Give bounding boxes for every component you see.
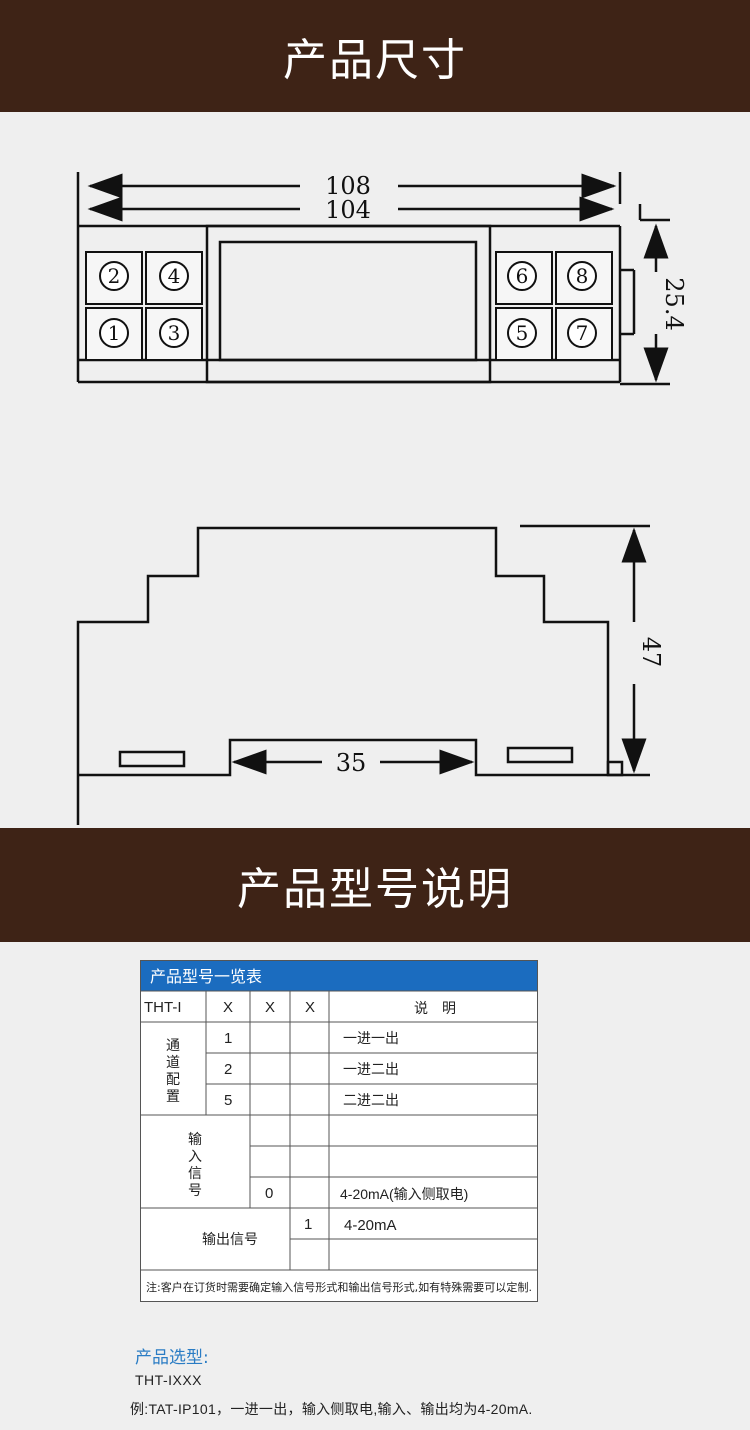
terminal-label: 1 [108,321,121,345]
input-label: 输入信号 [188,1132,202,1199]
selection-example: 例:TAT-IP101，一进一出，输入侧取电,输入、输出均为4-20mA. [130,1401,533,1417]
dim-top-inner: 104 [325,196,371,224]
col-model: THT-I [144,999,182,1016]
model-table: 产品型号一览表 THT-I X X X 说 明 1 2 5 一进一出 一进二出 … [140,960,538,1302]
input-code: 0 [265,1185,273,1202]
dimension-drawing: 2 4 1 3 6 8 5 7 108 104 35 25.4 4 [0,112,750,828]
col-desc: 说 明 [414,1001,456,1017]
dimension-drawing-svg: 2 4 1 3 6 8 5 7 108 104 35 25.4 4 [76,172,688,825]
model-table-svg: 产品型号一览表 THT-I X X X 说 明 1 2 5 一进一出 一进二出 … [140,960,538,1302]
col-x1: X [223,999,233,1016]
channel-desc: 一进二出 [343,1062,399,1078]
terminal-label: 7 [576,321,589,345]
channel-code: 5 [224,1092,232,1109]
channel-code: 2 [224,1061,232,1078]
table-header: 产品型号一览表 [150,967,262,986]
terminal-label: 4 [168,264,181,288]
channel-desc: 二进二出 [343,1093,399,1109]
channel-desc: 一进一出 [343,1031,399,1047]
dim-rail: 35 [336,749,367,777]
terminal-label: 2 [108,264,121,288]
dimensions-banner: 产品尺寸 [0,0,750,112]
input-desc: 4-20mA(输入侧取电) [340,1186,468,1202]
channel-label: 通道配置 [166,1038,180,1105]
channel-code: 1 [224,1030,232,1047]
dimensions-title: 产品尺寸 [283,35,467,86]
terminal-label: 3 [168,321,181,345]
dim-height-side: 47 [637,637,665,668]
dim-height-front: 25.4 [660,277,688,330]
selection-title: 产品选型: [135,1348,209,1368]
selection-model: THT-IXXX [135,1372,203,1388]
terminal-label: 6 [516,264,529,288]
output-label: 输出信号 [202,1232,258,1248]
output-code: 1 [304,1216,312,1233]
model-title: 产品型号说明 [237,864,513,915]
col-x3: X [305,999,315,1016]
model-banner: 产品型号说明 [0,828,750,942]
table-note: 注:客户在订货时需要确定输入信号形式和输出信号形式,如有特殊需要可以定制. [146,1280,532,1294]
output-desc: 4-20mA [344,1217,397,1234]
dim-top-outer: 108 [325,172,371,200]
col-x2: X [265,999,275,1016]
terminal-label: 5 [516,321,529,345]
terminal-label: 8 [576,264,589,288]
